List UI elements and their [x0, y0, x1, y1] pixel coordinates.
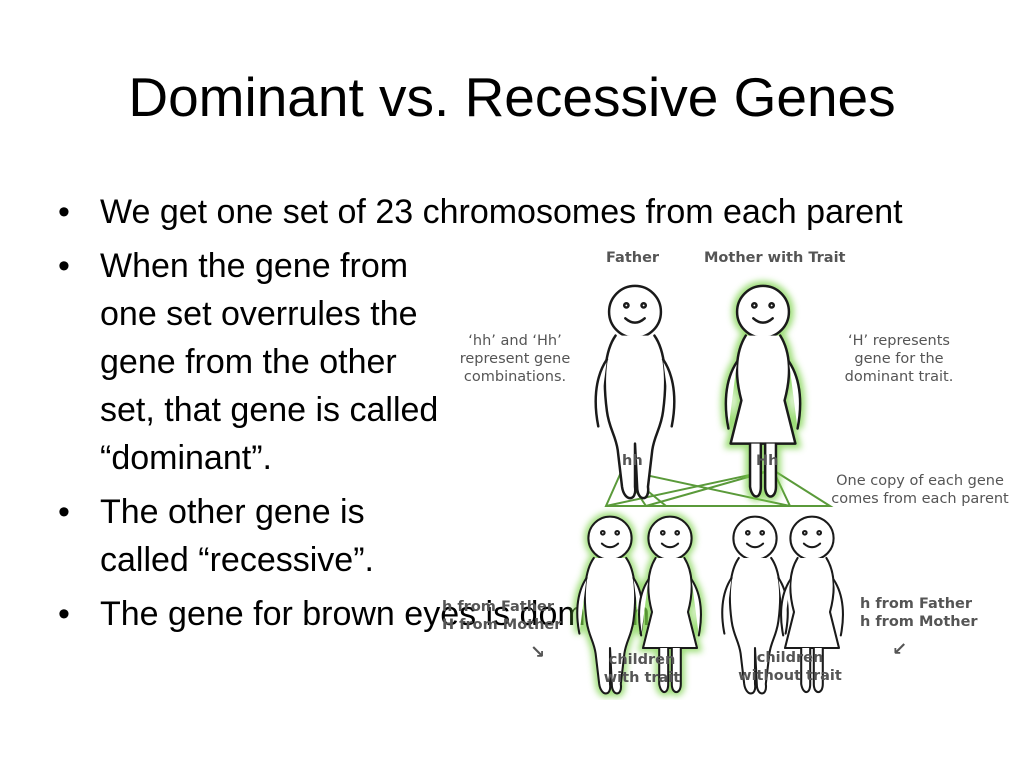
without-trait-genotype-note: h from Father h from Mother: [860, 596, 978, 630]
bullet-marker: •: [58, 493, 70, 531]
bullet-item-recessive: • The other gene is called “recessive”.: [58, 488, 440, 584]
bullet-item-dominant: • When the gene from one set overrules t…: [58, 242, 440, 482]
children-without-trait-label: children without trait: [738, 650, 842, 684]
bullet-marker: •: [58, 247, 70, 285]
inheritance-diagram-figures: [440, 240, 844, 700]
gene-copy-note: One copy of each gene comes from each pa…: [831, 473, 1009, 507]
children-with-trait-label: children with trait: [603, 652, 681, 686]
father-genotype: hh: [622, 453, 643, 469]
bullet-marker: •: [58, 595, 70, 633]
arrow-down-right-icon: ↘: [530, 642, 546, 663]
bullet-marker: •: [58, 193, 70, 231]
bullet-text: We get one set of 23 chromosomes from ea…: [100, 193, 903, 231]
mother-label: Mother with Trait: [704, 250, 846, 266]
bullet-text: When the gene from one set overrules the…: [100, 247, 439, 477]
gene-combination-note: ‘hh’ and ‘Hh’ represent gene combination…: [459, 333, 571, 385]
bullet-text: The other gene is called “recessive”.: [100, 493, 374, 579]
inheritance-diagram: Father Mother with Trait ‘hh’ and ‘Hh’ r…: [440, 240, 1024, 700]
bullet-item-chromosomes: • We get one set of 23 chromosomes from …: [58, 188, 940, 236]
with-trait-genotype-note: h from Father H from Mother: [442, 599, 562, 633]
arrow-down-left-icon: ↙: [892, 639, 908, 660]
dominant-gene-note: ‘H’ represents gene for the dominant tra…: [844, 333, 954, 385]
mother-genotype: Hh: [756, 453, 779, 469]
bullet-list: • We get one set of 23 chromosomes from …: [58, 188, 940, 644]
father-label: Father: [606, 250, 660, 266]
slide-title: Dominant vs. Recessive Genes: [128, 66, 896, 128]
